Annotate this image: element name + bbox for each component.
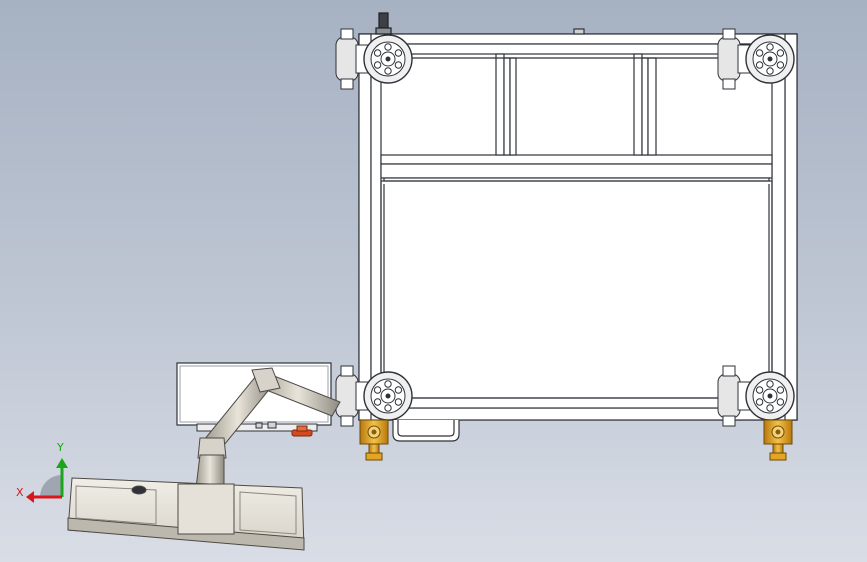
frame-right-post (784, 33, 798, 421)
x-axis-label: X (16, 486, 24, 499)
frame-mullion-6 (647, 57, 657, 156)
frame-left-post (358, 33, 372, 421)
frame-cross-beam-lower (380, 163, 773, 179)
support-arm[interactable] (195, 367, 341, 489)
y-axis-arrow-icon (56, 458, 68, 468)
emergency-stop-button[interactable] (291, 425, 313, 437)
axis-triad[interactable] (26, 458, 68, 503)
frame-mullion-1 (495, 53, 505, 156)
x-axis-arrow-icon (26, 491, 34, 503)
bottom-handle[interactable] (392, 420, 460, 442)
panel-port (131, 485, 147, 495)
top-bolt (573, 28, 585, 35)
leveling-foot-icon (359, 419, 389, 461)
frame-mullion-2 (503, 57, 511, 156)
triad-plane-icon (40, 475, 62, 497)
y-axis-label: Y (57, 441, 64, 454)
top-knob-base (375, 27, 392, 35)
operator-panel[interactable] (67, 477, 305, 551)
box-connector (255, 422, 263, 429)
caster-wheel-icon (335, 28, 413, 90)
frame-mullion-5 (641, 57, 649, 156)
frame-mullion-4 (633, 53, 643, 156)
frame-lower-panel (380, 180, 773, 399)
caster-wheel-icon (717, 365, 795, 427)
frame-left-post-inner (370, 53, 382, 399)
frame-right-post-inner (771, 53, 786, 399)
caster-wheel-icon (335, 365, 413, 427)
frame-mullion-3 (509, 57, 517, 156)
box-connector (267, 421, 277, 429)
leveling-foot-icon (763, 419, 793, 461)
frame-cross-beam (380, 154, 773, 165)
caster-wheel-icon (717, 28, 795, 90)
frame-outer (358, 33, 798, 421)
